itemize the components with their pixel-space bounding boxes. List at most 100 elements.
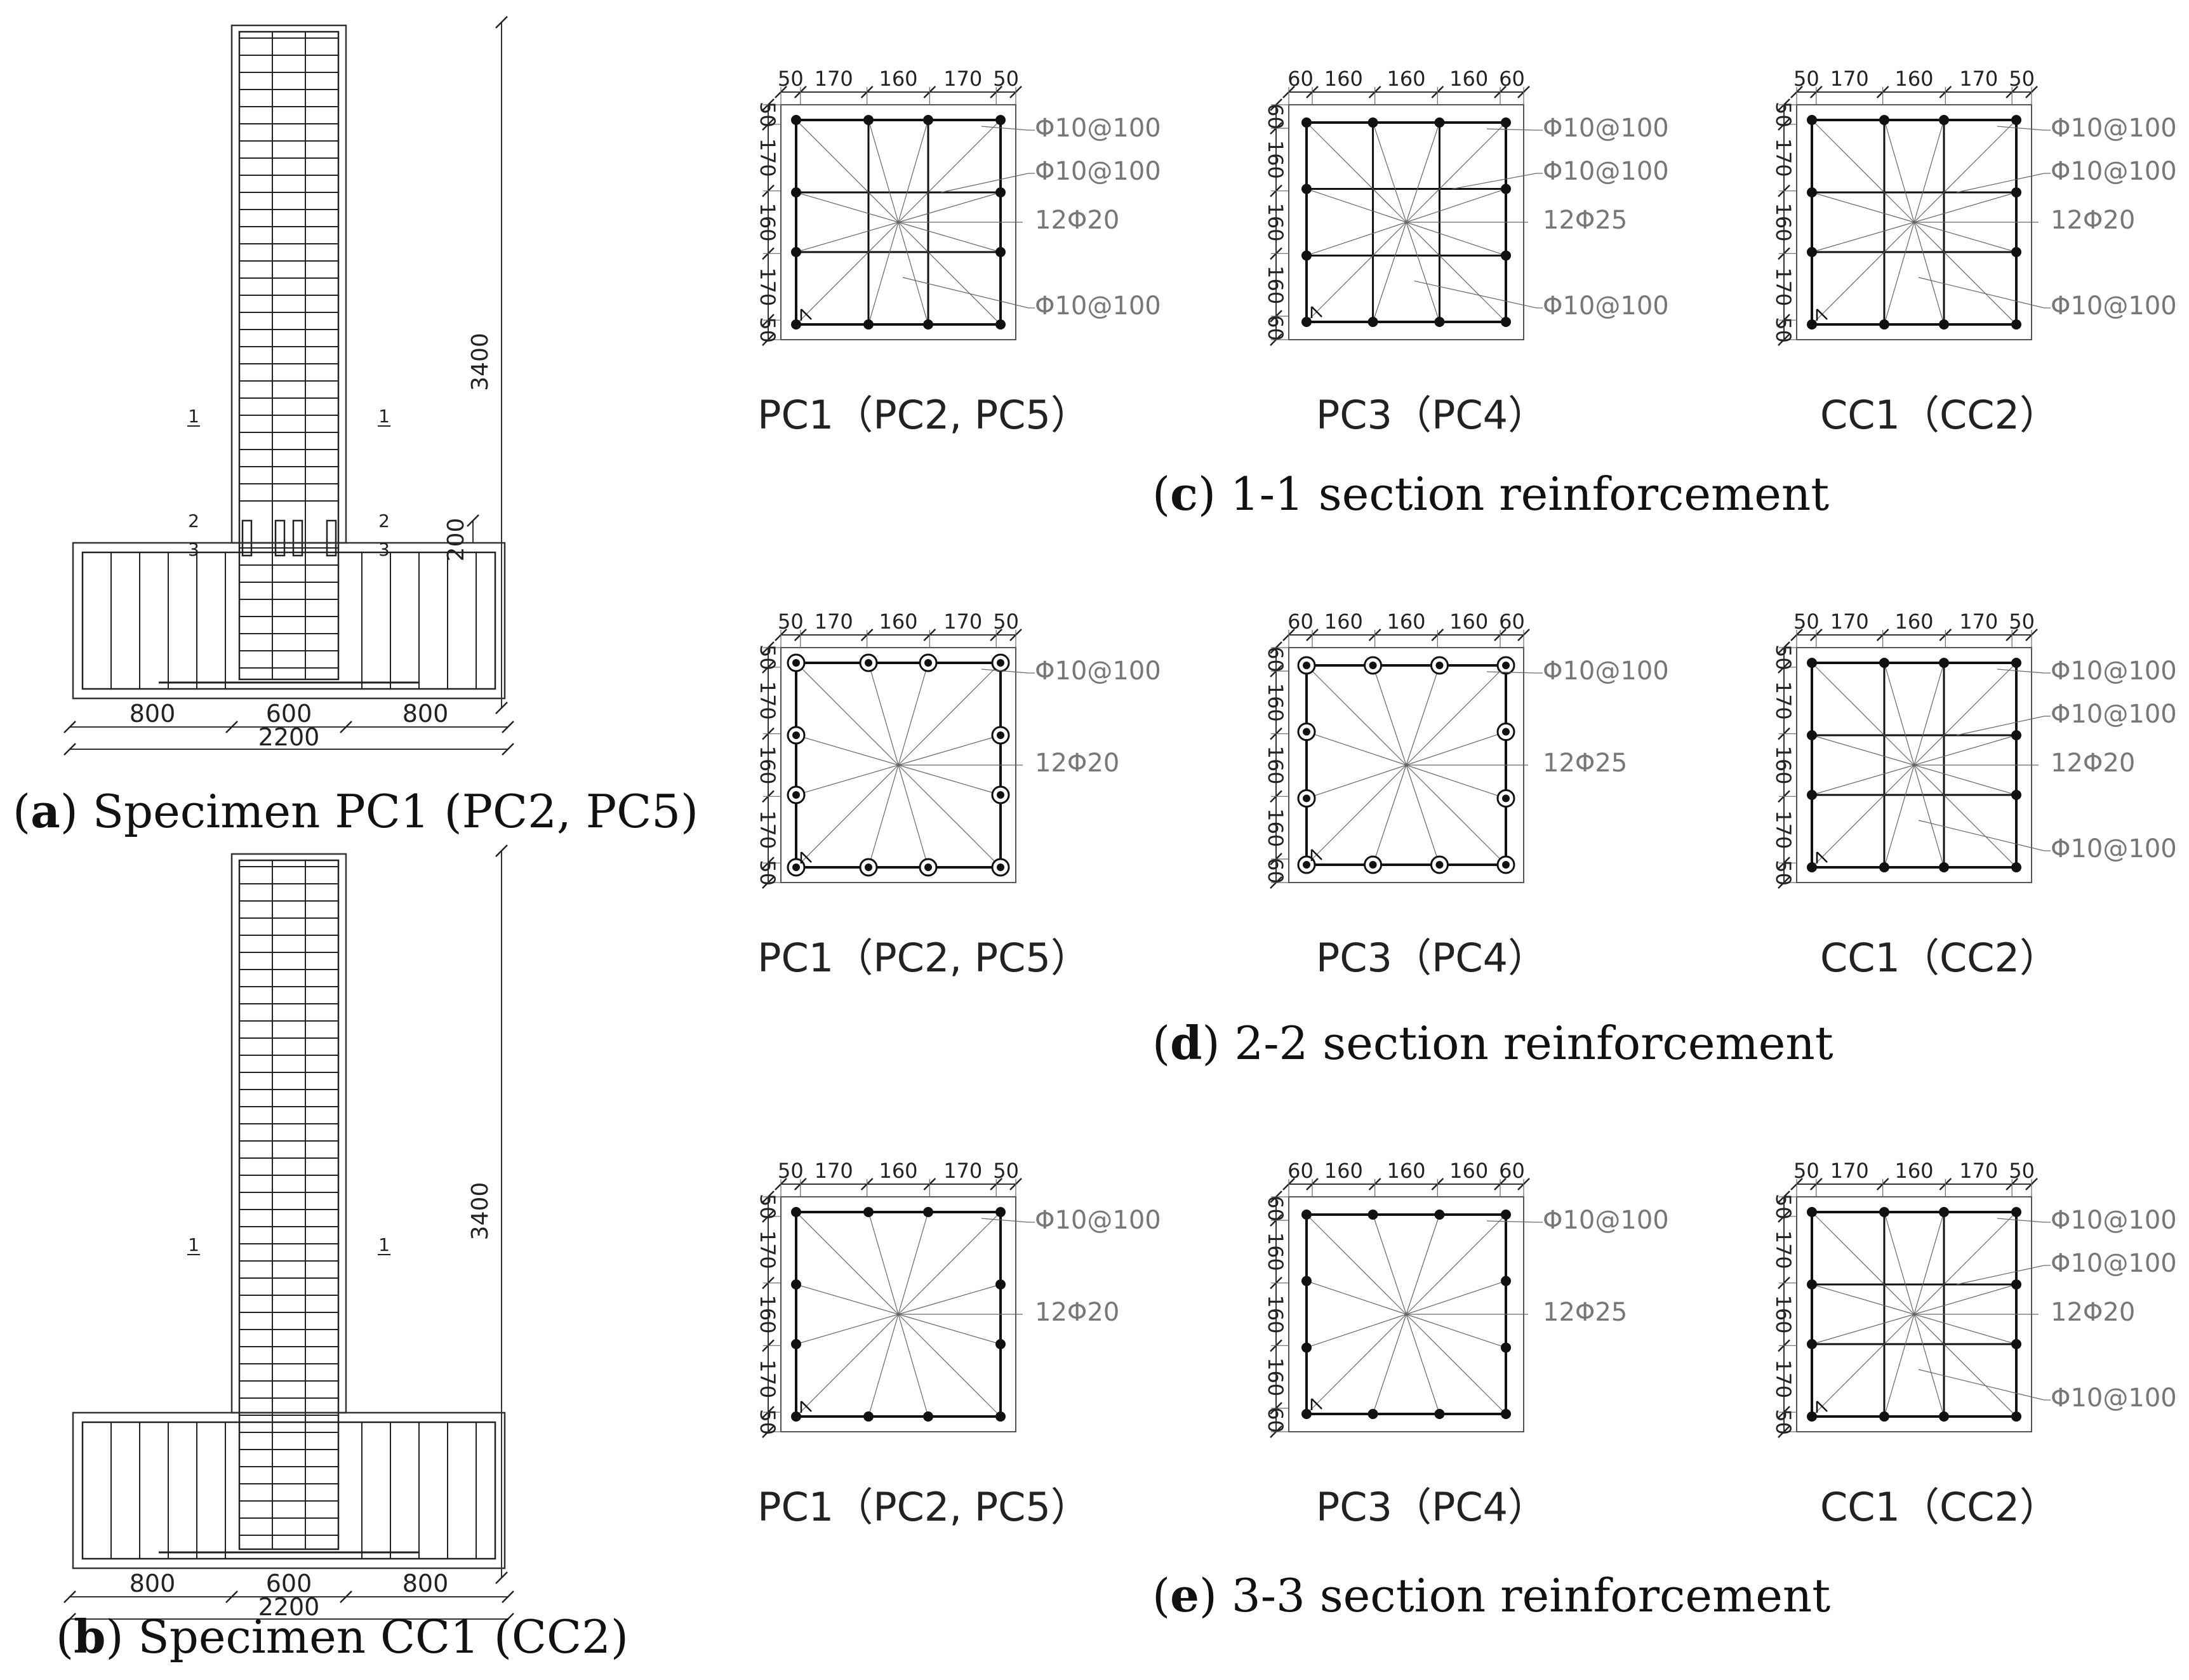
left-dim-160: 160 [755,745,780,784]
label-leader [1918,277,2045,309]
left-dim-50: 50 [755,102,780,128]
left-dim-160: 160 [1263,808,1287,847]
left-dim-160: 160 [1263,203,1287,241]
rebar-dot [1303,728,1310,736]
rebar-dot [1879,115,1889,125]
dim-tick [63,743,76,756]
rebar-dot [863,1411,874,1422]
rebar-dot [923,1411,934,1422]
rebar-dot [1434,117,1445,128]
rebar-dot [791,247,801,258]
top-dim-60: 60 [1287,1159,1314,1183]
left-dim-170: 170 [1771,681,1795,720]
left-dim-160: 160 [1263,1357,1287,1396]
rebar-dot [1501,1276,1511,1286]
rebar-dot [923,115,934,125]
rebar-dot [1807,319,1817,330]
rebar-label: Φ10@100 [2051,1206,2177,1235]
section-mark-1: 1 [378,1234,390,1255]
rebar-label: 12Φ25 [1543,1298,1627,1327]
section-name: PC3（PC4） [1316,935,1547,981]
label-leader [1918,1369,2045,1401]
rebar-dot [1939,1411,1950,1422]
left-dim-170: 170 [755,267,780,306]
dim-tick [502,743,514,756]
rebar-dot [1501,250,1511,261]
top-dim-160: 160 [1324,1159,1363,1183]
rebar-dot [995,1279,1006,1290]
leader-line [1406,122,1507,223]
left-dim-160: 160 [1263,1232,1287,1271]
rebar-dot [924,659,933,667]
top-dim-50: 50 [778,610,804,634]
dim-2200: 2200 [258,1593,320,1621]
top-dim-170: 170 [1830,67,1869,91]
leader-line [1811,764,1915,796]
rebar-dot [1939,115,1950,125]
rebar-dot [1369,662,1377,669]
top-dim-160: 160 [1387,67,1425,91]
top-dim-170: 170 [1830,610,1869,634]
left-dim-170: 170 [755,138,780,177]
rebar-dot [1367,117,1378,128]
dim-600: 600 [266,1570,312,1597]
leader-line [898,1314,1001,1417]
leader-line [1811,1211,1915,1315]
leader-line [898,119,929,223]
top-dim-170: 170 [815,1159,853,1183]
leader-line [1913,1211,1945,1315]
leader-line [898,662,1001,766]
leader-line [1372,764,1407,865]
leader-line [1913,1314,2017,1417]
rebar-dot [792,659,800,667]
section-mark-2: 2 [378,510,390,531]
leader-line [1406,222,1440,323]
leader-line [868,222,899,325]
dim-tick [225,1590,238,1603]
left-dim-170: 170 [1771,267,1795,306]
leader-line [1406,764,1440,865]
top-dim-170: 170 [943,67,982,91]
rebar-dot [1502,662,1510,669]
left-dim-160: 160 [1263,745,1287,784]
caption-b: (b) Specimen CC1 (CC2) [56,1610,629,1663]
left-dim-60: 60 [1263,315,1287,341]
top-dim-50: 50 [993,1159,1019,1183]
rebar-label: 12Φ25 [1543,749,1627,778]
left-dim-50: 50 [755,1409,780,1435]
rebar-dot [2011,319,2021,330]
dim-tick [63,721,76,733]
leader-line [868,662,899,766]
left-dim-50: 50 [1771,860,1795,886]
leader-line [1406,122,1440,223]
rebar-dot [791,1279,801,1290]
left-dim-170: 170 [755,1230,780,1269]
rebar-dot [997,659,1004,667]
leader-line [1406,222,1507,257]
hook [1311,1398,1322,1410]
rebar-dot [1435,861,1444,869]
leader-line [898,735,1001,766]
rebar-dot [995,1339,1006,1350]
leader-line [1811,119,1915,223]
rebar-label: 12Φ20 [2051,1298,2135,1327]
section-mark-1: 1 [188,1234,199,1255]
leader-line [1811,192,1915,223]
top-dim-160: 160 [1894,610,1933,634]
rebar-dot [2011,247,2021,258]
rebar-dot [1301,1210,1312,1220]
rebar-dot [1879,862,1889,872]
dim-tick [225,721,238,733]
top-dim-160: 160 [879,1159,917,1183]
rebar-dot [1501,317,1511,327]
leader-line [795,662,899,766]
rebar-dot [1301,1276,1312,1286]
section-name: CC1（CC2） [1820,935,2059,981]
rebar-dot [2011,862,2021,872]
label-leader [1452,173,1537,190]
rebar-label: 12Φ20 [2051,206,2135,235]
rebar-label: Φ10@100 [2051,1249,2177,1278]
section-mark-1: 1 [378,406,390,427]
leader-line [898,222,929,325]
